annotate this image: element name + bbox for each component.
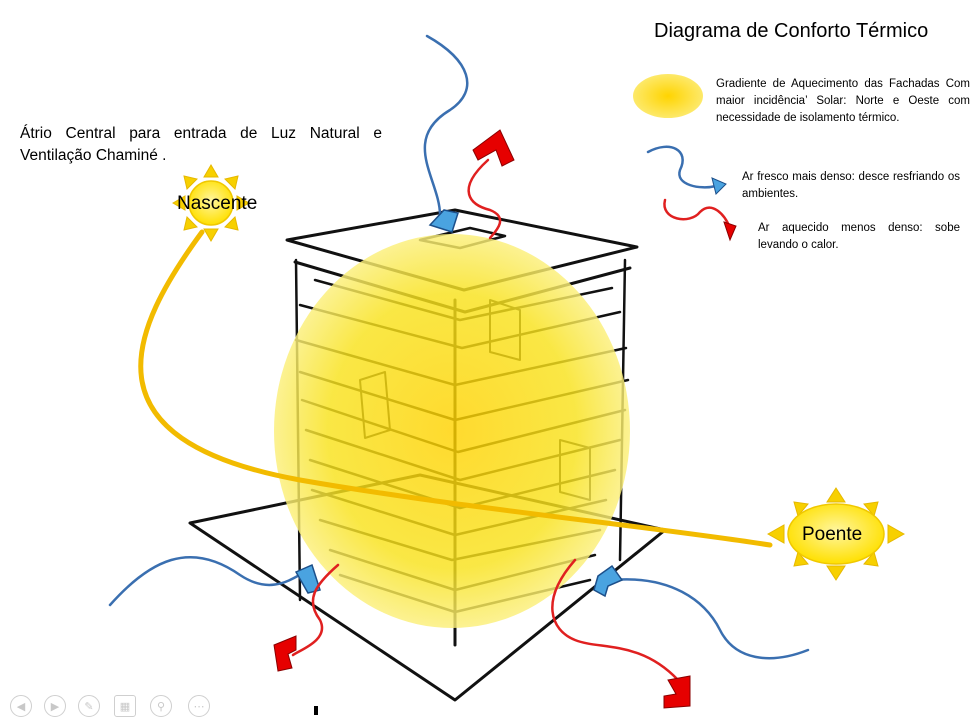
zoom-icon[interactable]: ⚲ xyxy=(150,695,172,717)
sunrise-sun-icon xyxy=(172,164,250,242)
slides-icon[interactable]: ▦ xyxy=(114,695,136,717)
heat-gradient-zone xyxy=(274,234,630,628)
legend-cool-arrow-icon xyxy=(711,177,727,195)
legend-heat-text: Gradiente de Aquecimento das Fachadas Co… xyxy=(716,78,970,124)
sunrise-label: Nascente xyxy=(177,193,258,214)
legend-cool-text: Ar fresco mais denso: desce resfriando o… xyxy=(742,171,960,200)
more-icon[interactable]: ⋯ xyxy=(188,695,210,717)
cool-air-flows xyxy=(108,34,810,660)
sun-path xyxy=(138,229,773,548)
diagram-title: Diagrama de Conforto Térmico xyxy=(654,20,929,42)
previous-icon[interactable]: ◀ xyxy=(10,695,32,717)
stray-mark xyxy=(314,706,318,715)
warm-air-flows xyxy=(291,158,680,682)
legend-heat-swatch xyxy=(633,74,703,118)
legend-cool-line xyxy=(646,145,718,189)
sunset-label: Poente xyxy=(802,524,863,545)
legend-warm-line xyxy=(663,198,732,230)
legend-warm-arrow-icon xyxy=(723,221,737,242)
sunset-sun-icon xyxy=(766,487,906,581)
legend-warm-text: Ar aquecido menos denso: sobe levando o … xyxy=(758,222,960,251)
pen-icon[interactable]: ✎ xyxy=(78,695,100,717)
atrium-note: Átrio Central para entrada de Luz Natura… xyxy=(20,125,382,164)
cool-air-arrowheads xyxy=(294,209,624,598)
next-icon[interactable]: ▶ xyxy=(44,695,66,717)
warm-air-arrowheads xyxy=(273,129,691,709)
